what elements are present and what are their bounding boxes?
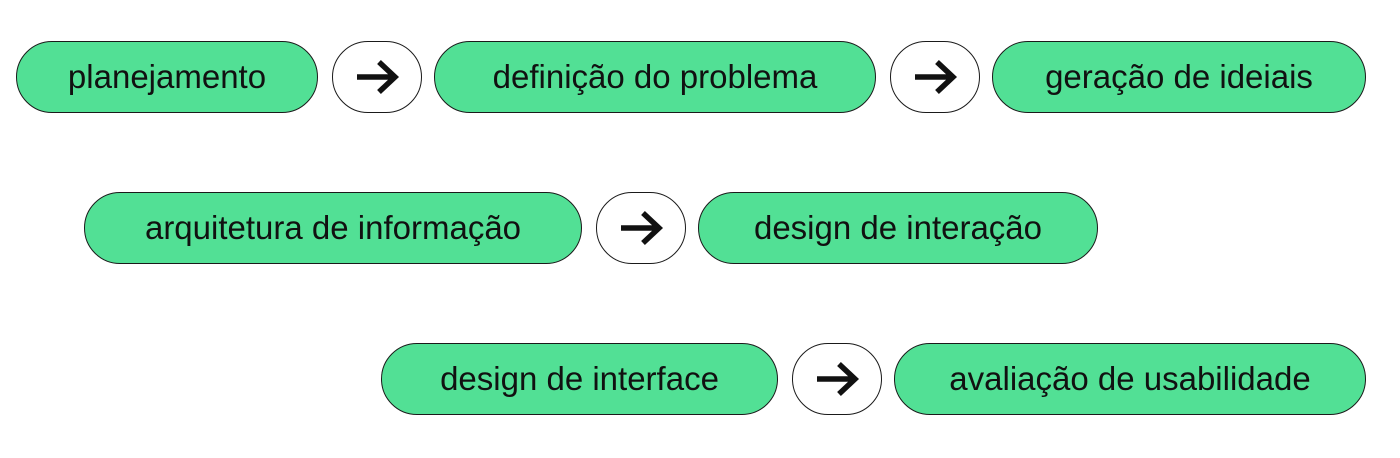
- step-avaliacao-de-usabilidade: avaliação de usabilidade: [894, 343, 1366, 415]
- step-arquitetura-de-informacao: arquitetura de informação: [84, 192, 582, 264]
- arrow-right-icon: [817, 361, 860, 397]
- step-label: planejamento: [67, 58, 267, 95]
- connector-2: [890, 41, 980, 113]
- step-label: design de interface: [440, 360, 719, 397]
- step-label: arquitetura de informação: [144, 209, 522, 246]
- arrow-right-icon: [357, 59, 400, 95]
- step-label: geração de ideiais: [1045, 58, 1313, 95]
- arrow-right-icon: [621, 210, 664, 246]
- connector-4: [792, 343, 882, 415]
- arrow-right-icon: [915, 59, 958, 95]
- step-label: definição do problema: [492, 58, 818, 95]
- step-label: design de interação: [753, 209, 1043, 246]
- connector-1: [332, 41, 422, 113]
- connector-3: [596, 192, 686, 264]
- step-definicao-do-problema: definição do problema: [434, 41, 876, 113]
- step-planejamento: planejamento: [16, 41, 318, 113]
- step-design-de-interface: design de interface: [381, 343, 778, 415]
- step-label: avaliação de usabilidade: [949, 360, 1311, 397]
- step-geracao-de-ideiais: geração de ideiais: [992, 41, 1366, 113]
- step-design-de-interacao: design de interação: [698, 192, 1098, 264]
